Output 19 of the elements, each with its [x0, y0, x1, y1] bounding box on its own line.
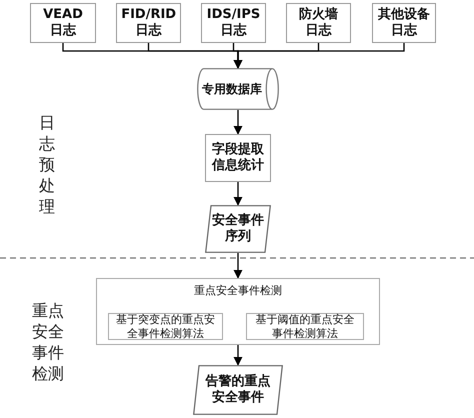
arrow	[233, 110, 243, 135]
algorithm-box: 基于突变点的重点安全事件检测算法	[108, 313, 223, 340]
output-parallelogram: 告警的重点安全事件	[193, 365, 283, 415]
log-source-box: IDS/IPS 日志	[201, 3, 266, 43]
arrow	[233, 345, 243, 366]
log-source-box: 其他设备日志	[372, 3, 436, 43]
log-source-box: 防火墙日志	[286, 3, 351, 43]
log-source-box: VEAD 日志	[30, 3, 96, 43]
arrow	[233, 253, 243, 279]
detection-group-box: 重点安全事件检测 基于突变点的重点安全事件检测算法 基于阈值的重点安全事件检测算法	[96, 278, 380, 345]
section-label: 日志预处理	[38, 112, 56, 217]
process-box: 字段提取信息统计	[205, 134, 271, 182]
section-label: 重点安全事件检测	[31, 300, 65, 384]
log-source-box: FID/RID 日志	[116, 3, 181, 43]
data-parallelogram: 安全事件序列	[205, 205, 271, 253]
algorithm-box: 基于阈值的重点安全事件检测算法	[246, 313, 364, 340]
database-cylinder: 专用数据库	[197, 68, 279, 110]
arrow	[233, 43, 405, 69]
arrow	[233, 182, 243, 206]
